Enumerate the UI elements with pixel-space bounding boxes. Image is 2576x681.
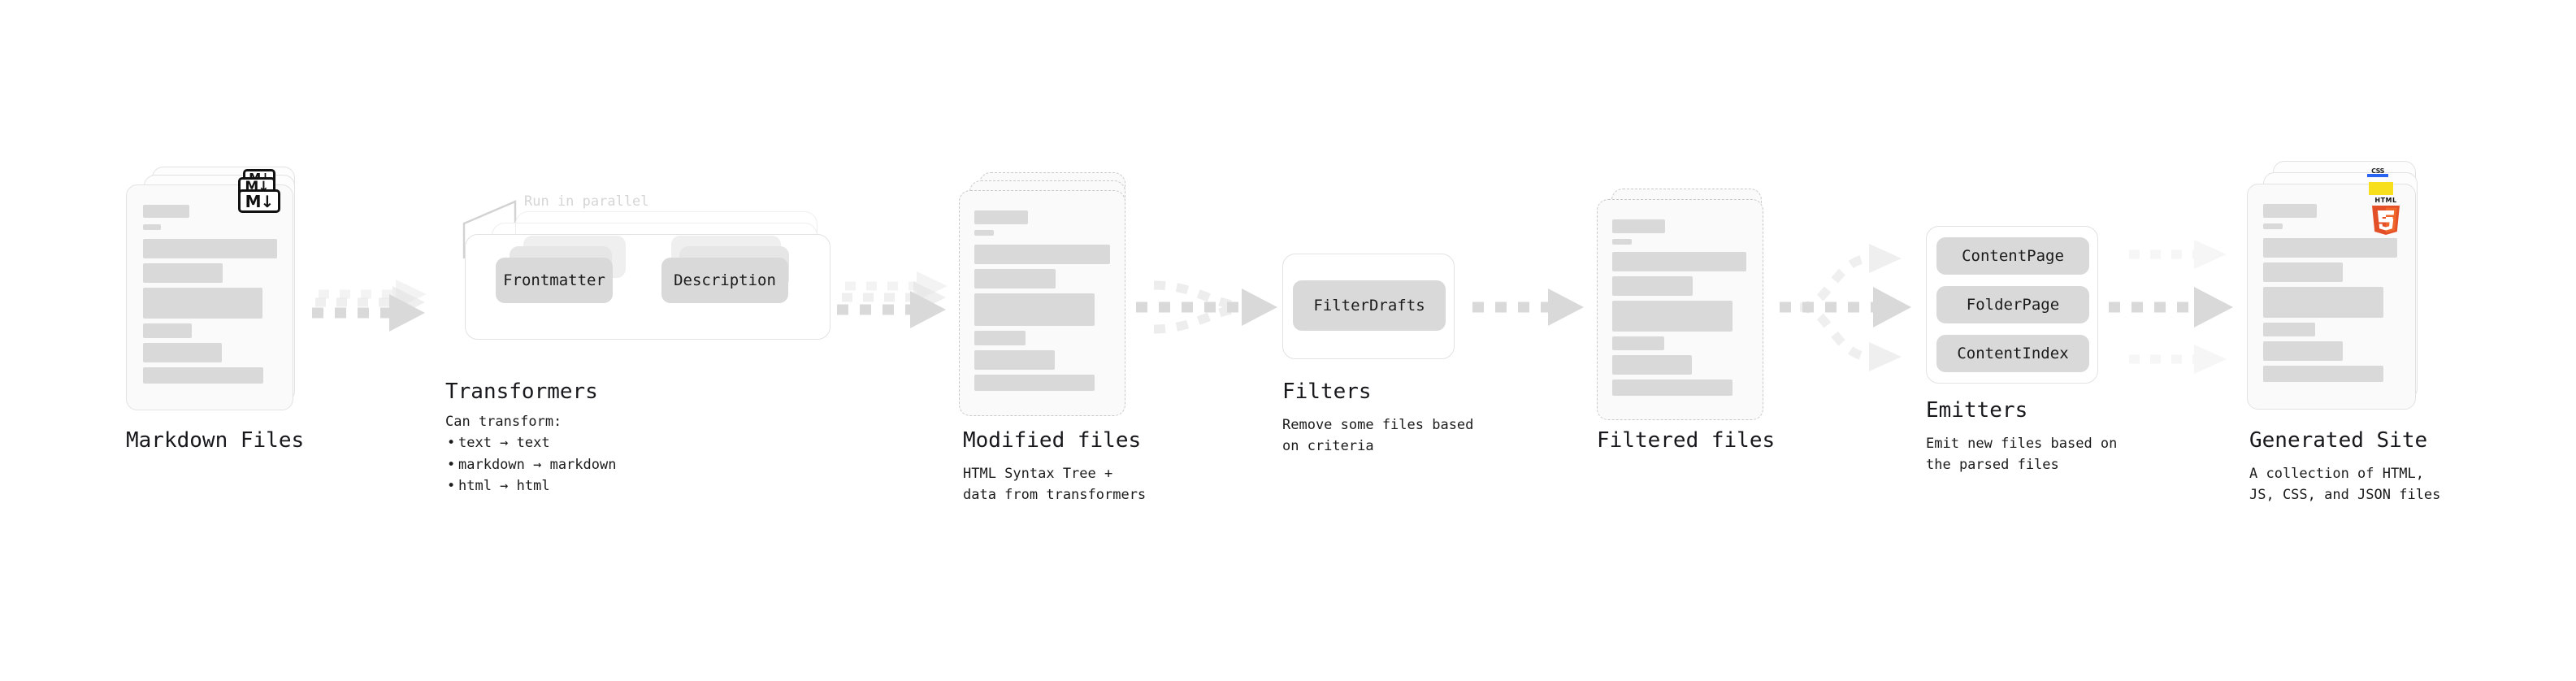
skeleton-bar (143, 263, 223, 283)
emitter-pill-label: FolderPage (1966, 296, 2060, 314)
markdown-badge: M↓ (238, 189, 280, 213)
stage-title-emitters: Emitters (1926, 398, 2028, 423)
html5-badge: HTML (2369, 195, 2403, 236)
skeleton-bar (143, 288, 262, 319)
skeleton-bar (2263, 204, 2317, 218)
css-badge-bar (2367, 174, 2388, 177)
arrow-transformers-to-modified (837, 271, 948, 328)
skeleton-bar (974, 230, 994, 236)
run-in-parallel-label: Run in parallel (524, 193, 649, 210)
skeleton-bar (143, 205, 189, 218)
html5-wordmark: HTML (2374, 197, 2396, 204)
emitter-pill-contentpage[interactable]: ContentPage (1936, 237, 2089, 275)
skeleton-bar (2263, 287, 2383, 318)
markdown-badge-label: M↓ (245, 191, 275, 211)
filter-pill-filterdrafts[interactable]: FilterDrafts (1293, 280, 1446, 331)
html5-shield-icon: HTML (2372, 197, 2400, 235)
stage-title-modified-files: Modified files (963, 428, 1142, 453)
list-item: markdown → markdown (445, 454, 616, 476)
modified-card-front (959, 190, 1125, 416)
transformer-pill-description[interactable]: Description (661, 258, 788, 303)
run-in-parallel-bracket (462, 200, 517, 258)
stage-subtitle-modified-files: HTML Syntax Tree + data from transformer… (963, 466, 1147, 504)
filter-pill-label: FilterDrafts (1313, 297, 1425, 314)
arrow-markdown-to-transformers (312, 280, 427, 332)
stage-subtitle-emitters: Emit new files based on the parsed files (1926, 436, 2118, 474)
css-badge-label: CSS (2371, 167, 2384, 175)
skeleton-bar (2263, 323, 2315, 336)
skeleton-bar (1612, 336, 1664, 350)
list-item: text → text (445, 432, 616, 454)
skeleton-bar (974, 245, 1110, 264)
stage-generated-site: CSS HTML (2247, 161, 2442, 413)
arrow-emitters-to-site (2109, 240, 2233, 374)
skeleton-bar (143, 343, 222, 362)
stage-title-markdown-files: Markdown Files (126, 428, 305, 453)
skeleton-bar (143, 367, 263, 384)
skeleton-bar (974, 350, 1055, 370)
stage-filtered-files (1597, 189, 1784, 424)
stage-subtitle-generated-site: A collection of HTML, JS, CSS, and JSON … (2249, 466, 2441, 504)
transformers-list: text → text markdown → markdown html → h… (445, 432, 616, 497)
css-badge: CSS (2367, 167, 2388, 177)
skeleton-bar (1612, 380, 1733, 396)
js-badge (2369, 182, 2393, 195)
list-item: html → html (445, 475, 616, 497)
transformers-list-lead: Can transform: (445, 414, 562, 430)
emitter-pill-label: ContentIndex (1957, 345, 2069, 362)
transformers-capability-list: Can transform: text → text markdown → ma… (445, 411, 616, 497)
stage-title-transformers: Transformers (445, 380, 598, 404)
skeleton-bar (1612, 355, 1692, 375)
filtered-card-front (1597, 199, 1763, 420)
emitter-pill-contentindex[interactable]: ContentIndex (1936, 335, 2089, 372)
stage-markdown-files: M↓ M↓ M↓ (126, 167, 305, 410)
skeleton-bar (1612, 276, 1693, 296)
skeleton-bar (1612, 239, 1632, 245)
skeleton-bar (143, 224, 161, 230)
arrow-modified-to-filters (1136, 280, 1277, 334)
skeleton-bar (974, 210, 1028, 224)
arrow-filtered-to-emitters (1780, 244, 1911, 371)
arrow-filters-to-filtered (1472, 288, 1584, 326)
stage-subtitle-filters: Remove some files based on criteria (1282, 417, 1474, 455)
emitter-pill-folderpage[interactable]: FolderPage (1936, 286, 2089, 323)
skeleton-bar (974, 269, 1056, 288)
skeleton-bar (2263, 223, 2283, 229)
skeleton-bar (2263, 366, 2383, 382)
markdown-card-front (126, 184, 293, 410)
skeleton-bar (2263, 341, 2343, 361)
stage-title-generated-site: Generated Site (2249, 428, 2428, 453)
stage-title-filtered-files: Filtered files (1597, 428, 1776, 453)
skeleton-bar (974, 293, 1095, 326)
transformer-pill-label: Description (674, 271, 776, 289)
skeleton-bar (1612, 301, 1733, 332)
skeleton-bar (974, 375, 1095, 391)
site-card-front (2247, 184, 2416, 410)
stage-modified-files (959, 172, 1146, 416)
skeleton-bar (974, 331, 1026, 345)
stage-title-filters: Filters (1282, 380, 1372, 404)
skeleton-bar (2263, 238, 2397, 258)
emitter-pill-label: ContentPage (1962, 247, 2064, 265)
skeleton-bar (143, 323, 192, 338)
skeleton-bar (2263, 262, 2343, 282)
skeleton-bar (143, 239, 277, 258)
transformer-pill-label: Frontmatter (503, 271, 605, 289)
skeleton-bar (1612, 252, 1746, 271)
skeleton-bar (1612, 219, 1665, 233)
transformer-pill-frontmatter[interactable]: Frontmatter (496, 258, 613, 303)
